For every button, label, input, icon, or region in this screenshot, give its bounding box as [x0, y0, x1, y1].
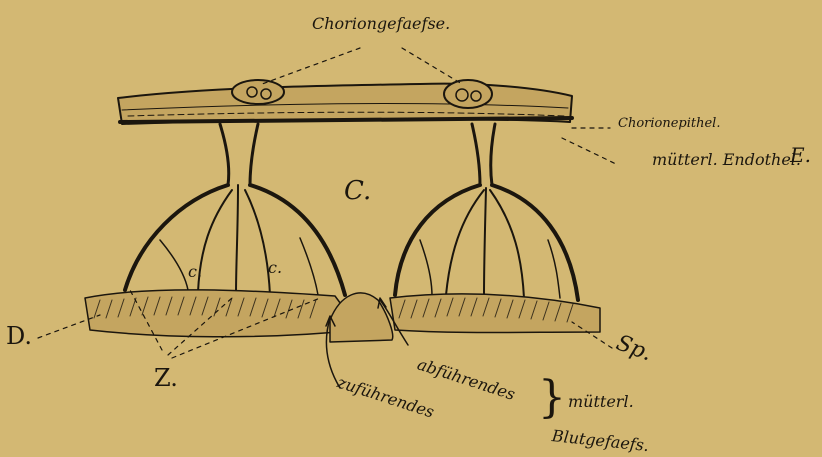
label-endothel-letter: E. — [790, 143, 811, 167]
decidua-tissue — [85, 290, 360, 337]
villus-right — [395, 124, 578, 300]
brace: } — [538, 376, 566, 420]
label-intervillous-space: C. — [344, 176, 371, 206]
septum — [330, 293, 393, 342]
label-small-space-2: c. — [268, 258, 282, 277]
label-chorionepithel: Chorionepithel. — [618, 116, 720, 131]
label-zotten: Z. — [154, 364, 178, 392]
label-muetterl: mütterl. — [568, 392, 634, 411]
leader-choriongefaesse-right — [402, 48, 462, 84]
label-endothel: mütterl. Endothel. — [652, 150, 801, 169]
label-decidua: D. — [6, 322, 32, 350]
label-choriongefaesse: Choriongefaefse. — [312, 14, 450, 33]
label-small-space-1: c. — [188, 262, 202, 281]
leader-choriongefaesse-left — [262, 48, 360, 84]
villus-left — [125, 124, 345, 295]
leader-endothel — [562, 138, 616, 164]
chorion-vessel-left — [232, 80, 284, 104]
